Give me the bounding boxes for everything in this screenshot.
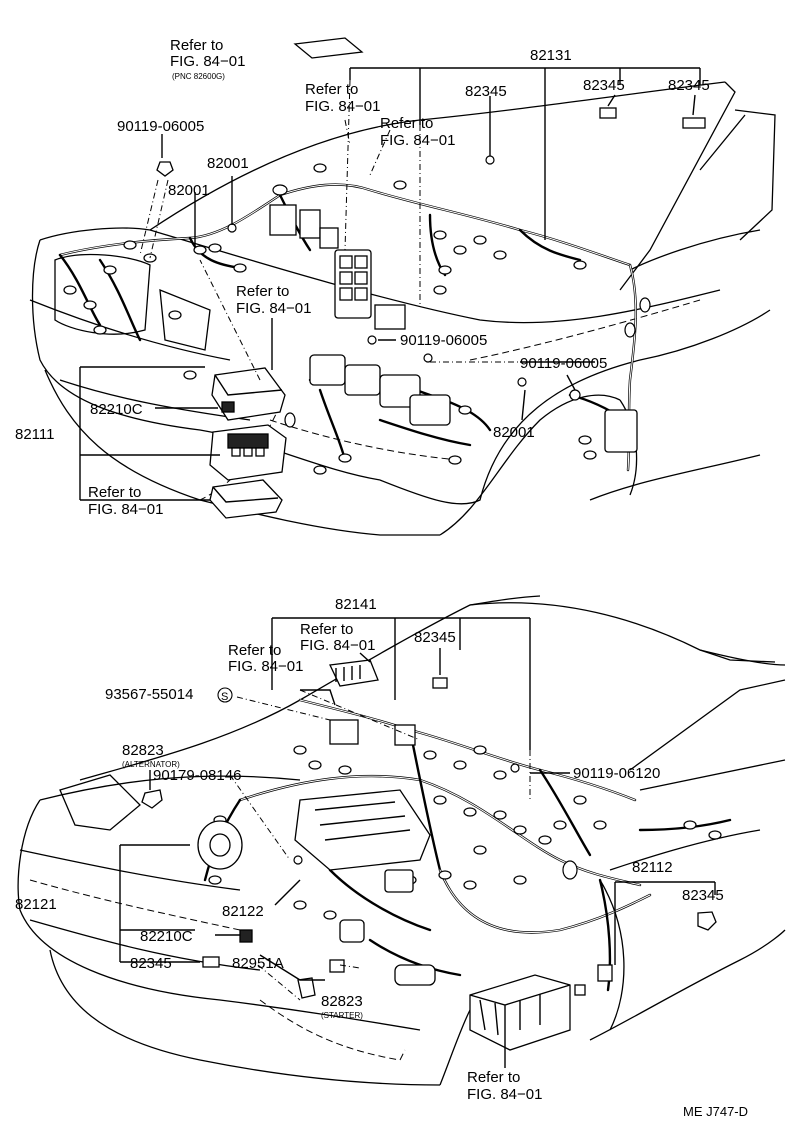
part-82001-c: 82001 [493,424,535,441]
bottom-wire-harness [141,659,732,1051]
bottom-labels: 82141 Refer to FIG. 84−01 82345 Refer to… [15,596,748,1119]
refer-label-d-line2: FIG. 84−01 [236,300,311,317]
refer-label-c-line2: FIG. 84−01 [380,132,455,149]
part-82001-a: 82001 [207,155,249,172]
part-82111: 82111 [15,426,55,443]
part-82345-f: 82345 [130,955,172,972]
part-82210c-bottom: 82210C [140,928,193,945]
top-parts-left [156,37,706,519]
refer-label-c-line1: Refer to [380,115,433,132]
top-wire-harness [58,163,651,475]
part-82141: 82141 [335,596,377,613]
refer-label-a-line2: FIG. 84−01 [170,53,245,70]
part-90119-06005-b: 90119-06005 [400,332,487,349]
refer-label-f-line2: FIG. 84−01 [300,637,375,654]
bottom-car-outline [17,595,786,1086]
part-90119-06005-a: 90119-06005 [117,118,204,135]
part-82345-e: 82345 [682,887,724,904]
part-82121: 82121 [15,896,57,913]
starter-note: (STARTER) [321,1011,363,1020]
part-82951a: 82951A [232,955,284,972]
refer-label-h-line2: FIG. 84−01 [467,1086,542,1103]
circled-s-letter: S [221,691,228,703]
part-82345-c: 82345 [668,77,710,94]
refer-label-d-line1: Refer to [236,283,289,300]
diagram-code: ME J747-D [683,1104,748,1119]
part-90119-06005-c: 90119-06005 [520,355,607,372]
top-labels: Refer to FIG. 84−01 (PNC 82600G) 82131 R… [15,37,710,518]
part-82823-a: 82823 [122,742,164,759]
alternator-note: (ALTERNATOR) [122,760,180,769]
part-82345-a: 82345 [465,83,507,100]
circled-s-symbol [217,687,233,703]
part-93567-55014: 93567-55014 [105,686,193,703]
refer-label-h-line1: Refer to [467,1069,520,1086]
top-leader-lines [79,67,701,501]
refer-label-f-line1: Refer to [300,621,353,638]
refer-label-e-line2: FIG. 84−01 [88,501,163,518]
refer-label-a-line1: Refer to [170,37,223,54]
part-90119-06120: 90119-06120 [573,765,660,782]
part-82210c-top: 82210C [90,401,143,418]
pnc-note: (PNC 82600G) [172,72,225,81]
part-82112: 82112 [632,859,673,876]
part-90179-08146: 90179-08146 [153,767,241,784]
part-82001-b: 82001 [168,182,210,199]
part-82345-b: 82345 [583,77,625,94]
refer-label-b-line1: Refer to [305,81,358,98]
refer-label-e-line1: Refer to [88,484,141,501]
bottom-leader-lines [119,617,716,1068]
part-82131: 82131 [530,47,572,64]
part-82823-b: 82823 [321,993,363,1010]
refer-label-b-line2: FIG. 84−01 [305,98,380,115]
refer-label-g-line2: FIG. 84−01 [228,658,303,675]
refer-label-g-line1: Refer to [228,642,281,659]
part-82122: 82122 [222,903,264,920]
part-82345-d: 82345 [414,629,456,646]
